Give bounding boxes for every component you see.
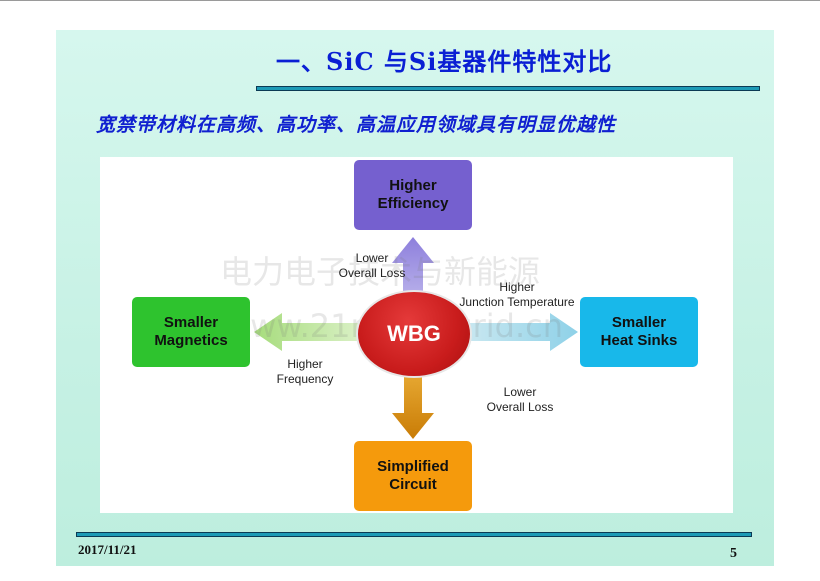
- watermark-chinese: 电力电子技术与新能源: [220, 253, 541, 291]
- footer-date: 2017/11/21: [78, 542, 137, 557]
- arrow-down: [392, 377, 434, 439]
- label-lower-overall-loss-bottom: Lower Overall Loss: [486, 385, 554, 414]
- wbg-center-circle: WBG: [356, 290, 472, 378]
- label-higher-junction-temperature: Higher Junction Temperature: [459, 280, 575, 309]
- arrow-right: [470, 313, 578, 351]
- box-simplified-circuit: Simplified Circuit: [354, 441, 472, 511]
- label-lower-overall-loss-top: Lower Overall Loss: [338, 251, 406, 280]
- box-smaller-magnetics: Smaller Magnetics: [132, 297, 250, 367]
- arrow-up: [392, 237, 434, 297]
- diagram-arrows: [254, 237, 578, 439]
- wbg-diagram: 电力电子技术与新能源 www.21micro-grid.cn Higher Ef…: [100, 157, 733, 513]
- top-border-line: [0, 0, 820, 1]
- box-higher-efficiency: Higher Efficiency: [354, 160, 472, 230]
- title-underline: [256, 86, 760, 91]
- slide: 一、SiC 与Si基器件特性对比 宽禁带材料在高频、高功率、高温应用领域具有明显…: [56, 30, 774, 566]
- slide-subtitle: 宽禁带材料在高频、高功率、高温应用领域具有明显优越性: [96, 114, 617, 136]
- box-smaller-heat-sinks: Smaller Heat Sinks: [580, 297, 698, 367]
- page-number: 5: [730, 546, 737, 561]
- slide-title: 一、SiC 与Si基器件特性对比: [276, 47, 613, 76]
- label-higher-frequency: Higher Frequency: [276, 357, 334, 386]
- arrow-left: [254, 313, 358, 351]
- footer-rule: [76, 532, 752, 537]
